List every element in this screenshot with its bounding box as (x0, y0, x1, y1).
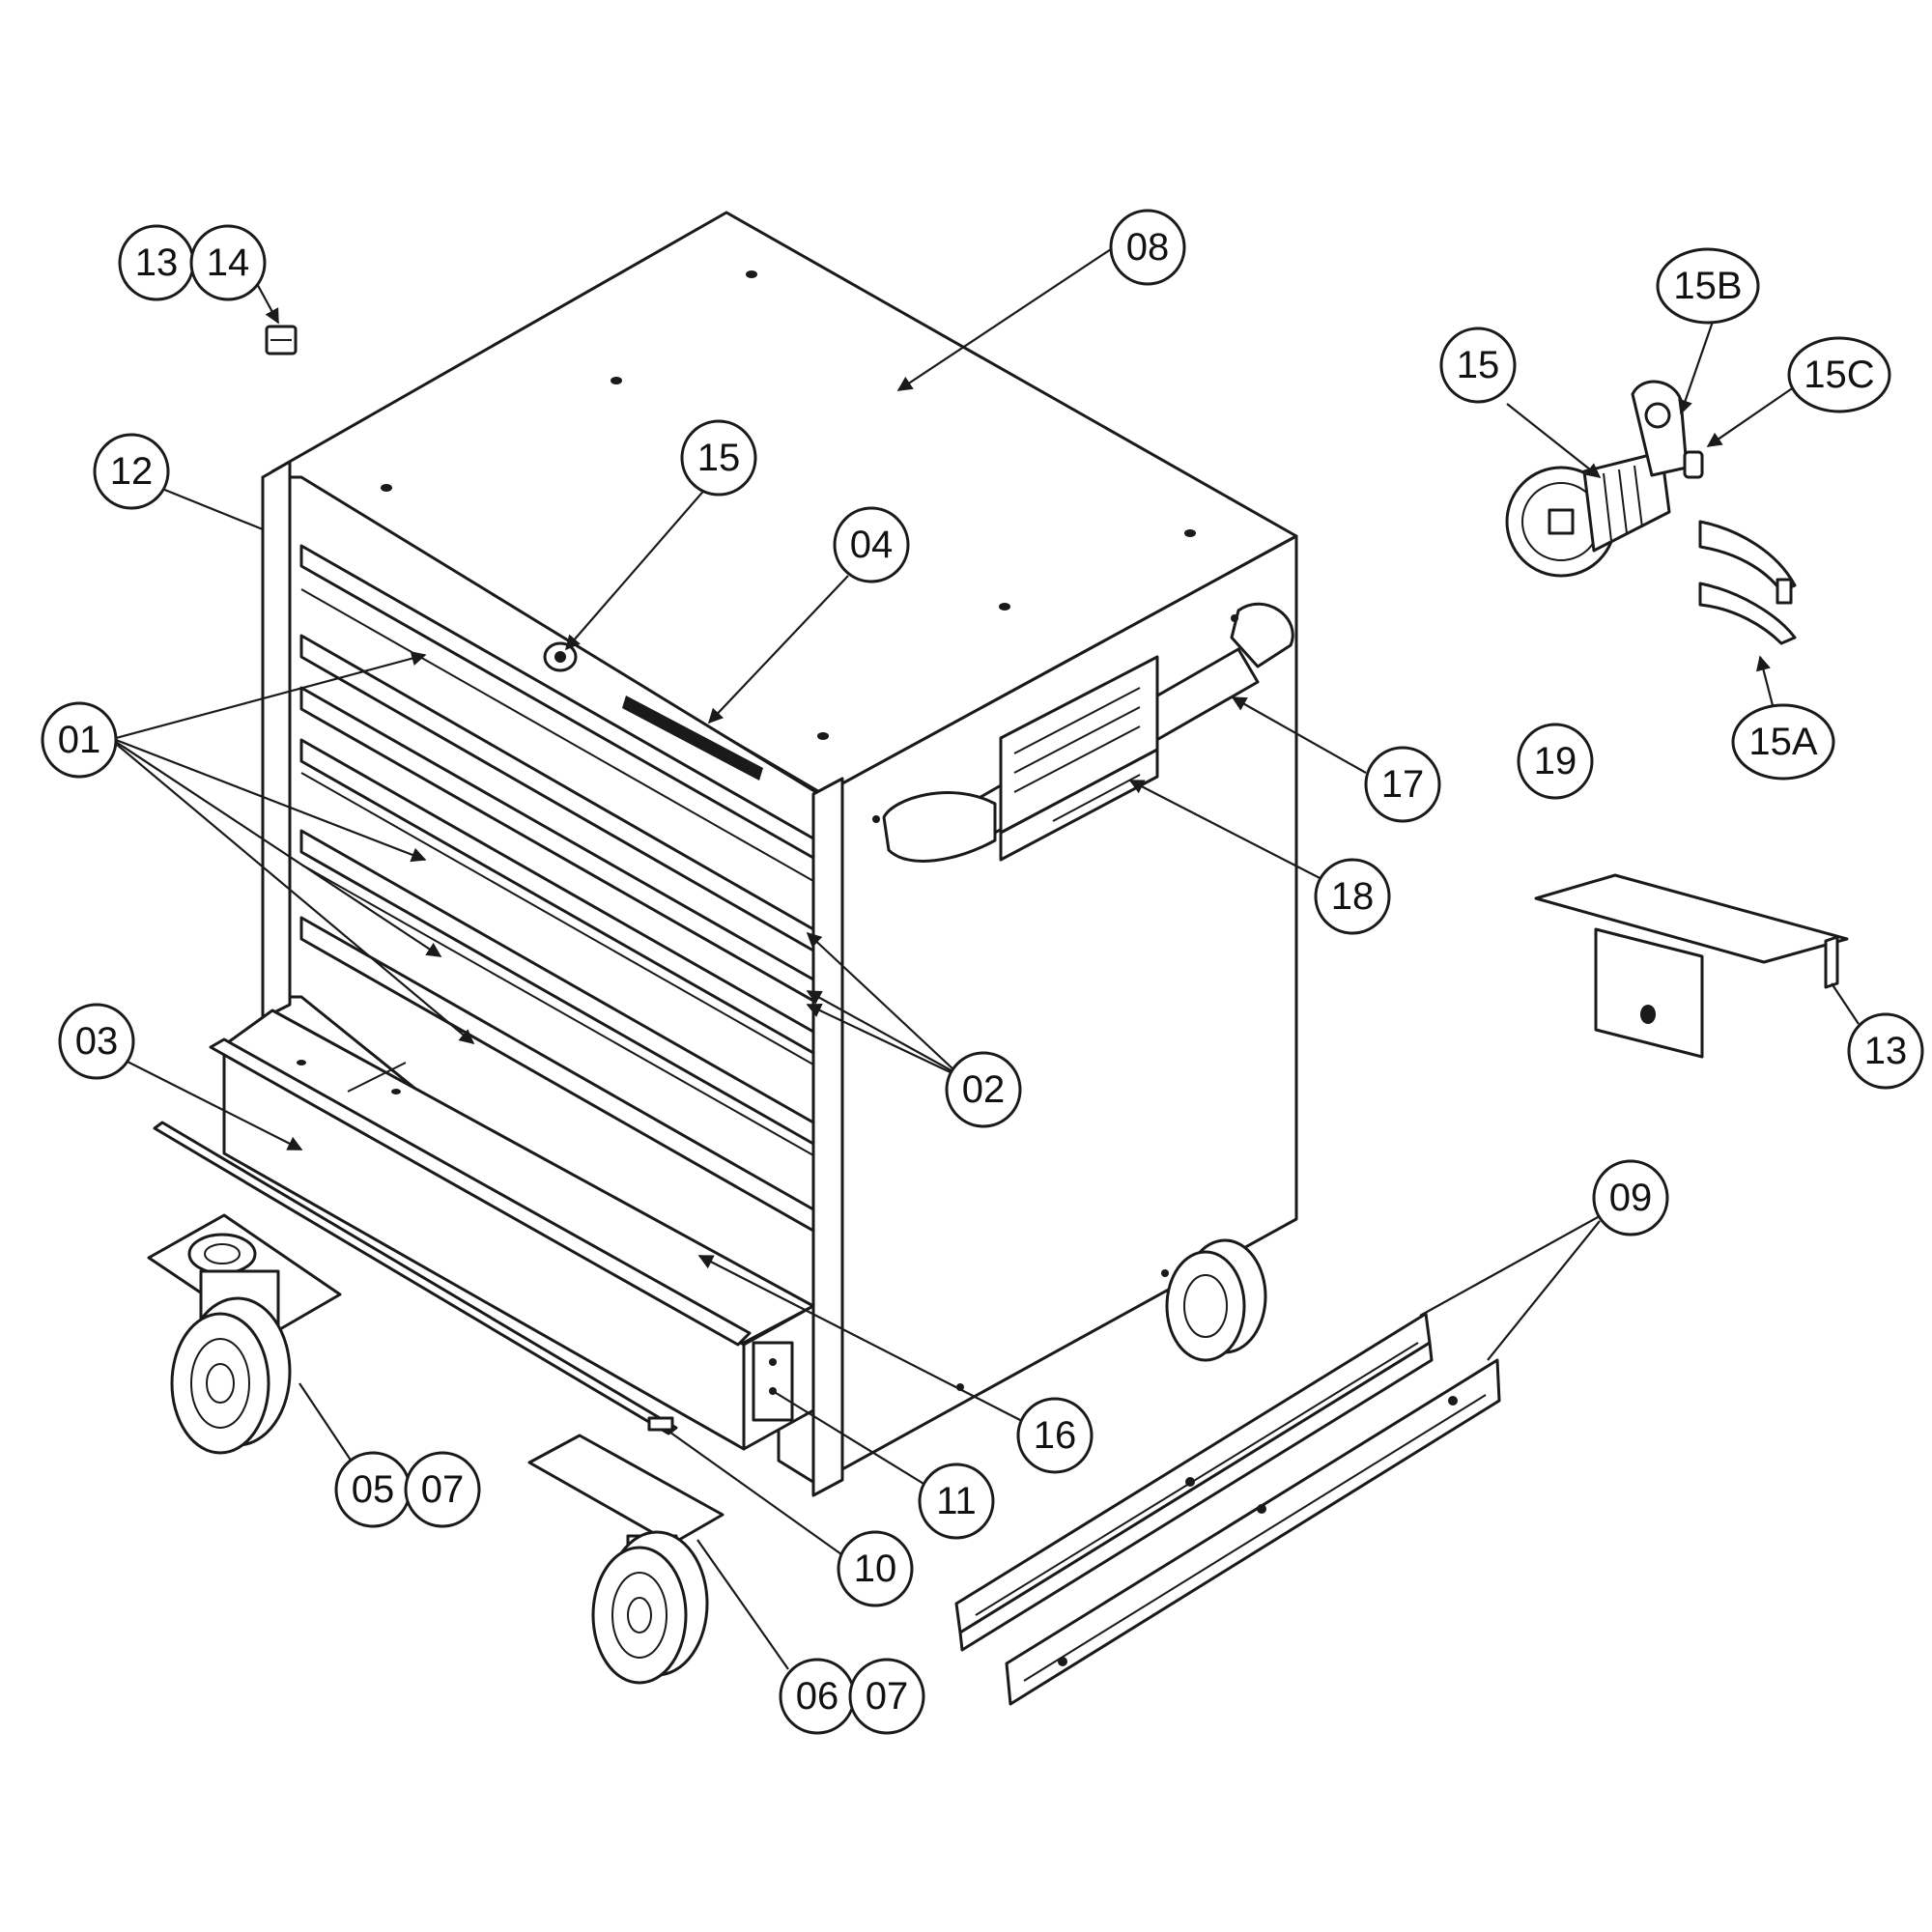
callout-18: 18 (1314, 858, 1391, 935)
callout-11: 11 (918, 1463, 995, 1540)
svg-text:02: 02 (962, 1068, 1006, 1111)
callout-05: 05 (334, 1451, 412, 1528)
drawer-4 (299, 738, 815, 1055)
callout-03: 03 (58, 1003, 135, 1080)
svg-text:10: 10 (854, 1548, 897, 1590)
svg-text:19: 19 (1534, 740, 1577, 782)
callout-12: 12 (93, 433, 170, 510)
svg-text:06: 06 (796, 1675, 839, 1718)
front-lock (543, 641, 578, 672)
rigid-caster-1 (527, 1434, 724, 1685)
svg-text:13: 13 (1864, 1030, 1908, 1072)
svg-text:15: 15 (1457, 344, 1500, 386)
callout-17: 17 (1364, 746, 1441, 823)
drawer-2 (299, 634, 815, 952)
callout-15A: 15A (1731, 703, 1835, 781)
svg-text:07: 07 (866, 1675, 909, 1718)
drawer-1 (299, 544, 815, 860)
svg-text:01: 01 (58, 719, 101, 761)
drawer-liner-strip (153, 1121, 678, 1435)
top-bracket (1534, 873, 1849, 1059)
callout-13-top: 13 (118, 224, 195, 301)
callout-15B: 15B (1656, 247, 1760, 325)
drawer-front-lip (209, 1037, 752, 1347)
svg-text:13: 13 (135, 242, 179, 284)
callout-10: 10 (837, 1530, 914, 1607)
drawer-slides (954, 1312, 1501, 1706)
svg-text:12: 12 (110, 450, 154, 493)
callout-15-front: 15 (680, 419, 757, 497)
slide-bracket (752, 1341, 794, 1422)
svg-text:08: 08 (1126, 226, 1170, 269)
drawer-stack (299, 544, 815, 1233)
drawer-6 (299, 916, 815, 1233)
callout-13-right: 13 (1847, 1012, 1924, 1090)
callout-07-b: 07 (848, 1658, 925, 1735)
leader-lines (115, 248, 1860, 1670)
svg-text:15B: 15B (1673, 265, 1742, 307)
svg-text:03: 03 (75, 1020, 119, 1063)
callout-15C: 15C (1787, 336, 1891, 413)
svg-text:15: 15 (697, 437, 741, 479)
open-bottom-drawer (209, 1009, 815, 1451)
svg-text:16: 16 (1034, 1414, 1077, 1457)
side-panel-holes (872, 614, 1238, 1391)
callout-07-a: 07 (404, 1451, 481, 1528)
svg-text:15C: 15C (1804, 354, 1874, 396)
svg-text:17: 17 (1381, 763, 1425, 806)
callout-04: 04 (833, 506, 910, 583)
callout-19: 19 (1517, 723, 1594, 800)
swivel-caster-1 (147, 1213, 342, 1455)
callout-15-lock: 15 (1439, 327, 1517, 404)
top-panel-holes (381, 270, 1196, 740)
callout-01: 01 (41, 701, 118, 779)
callout-09: 09 (1592, 1159, 1669, 1236)
cabinet-body (261, 211, 1298, 1497)
svg-text:11: 11 (936, 1480, 977, 1522)
lock-assembly (1505, 380, 1797, 645)
svg-text:04: 04 (850, 524, 894, 566)
side-label-plate (999, 655, 1159, 862)
drawer-5 (299, 829, 815, 1146)
right-corner-post (811, 777, 844, 1497)
callout-02: 02 (945, 1051, 1022, 1128)
svg-text:05: 05 (352, 1468, 395, 1511)
rear-caster (1165, 1238, 1267, 1362)
svg-text:07: 07 (421, 1468, 465, 1511)
callouts: 01 02 03 04 05 07 06 07 (41, 209, 1924, 1735)
left-corner-post (261, 460, 292, 1020)
callout-08: 08 (1109, 209, 1186, 286)
svg-text:14: 14 (207, 242, 250, 284)
logo-badge (622, 696, 763, 781)
svg-text:09: 09 (1609, 1177, 1653, 1219)
callout-14: 14 (189, 224, 267, 301)
svg-text:18: 18 (1331, 875, 1375, 918)
callout-06: 06 (779, 1658, 856, 1735)
small-clip (265, 325, 298, 355)
svg-text:15A: 15A (1748, 721, 1817, 763)
callout-16: 16 (1016, 1397, 1094, 1474)
